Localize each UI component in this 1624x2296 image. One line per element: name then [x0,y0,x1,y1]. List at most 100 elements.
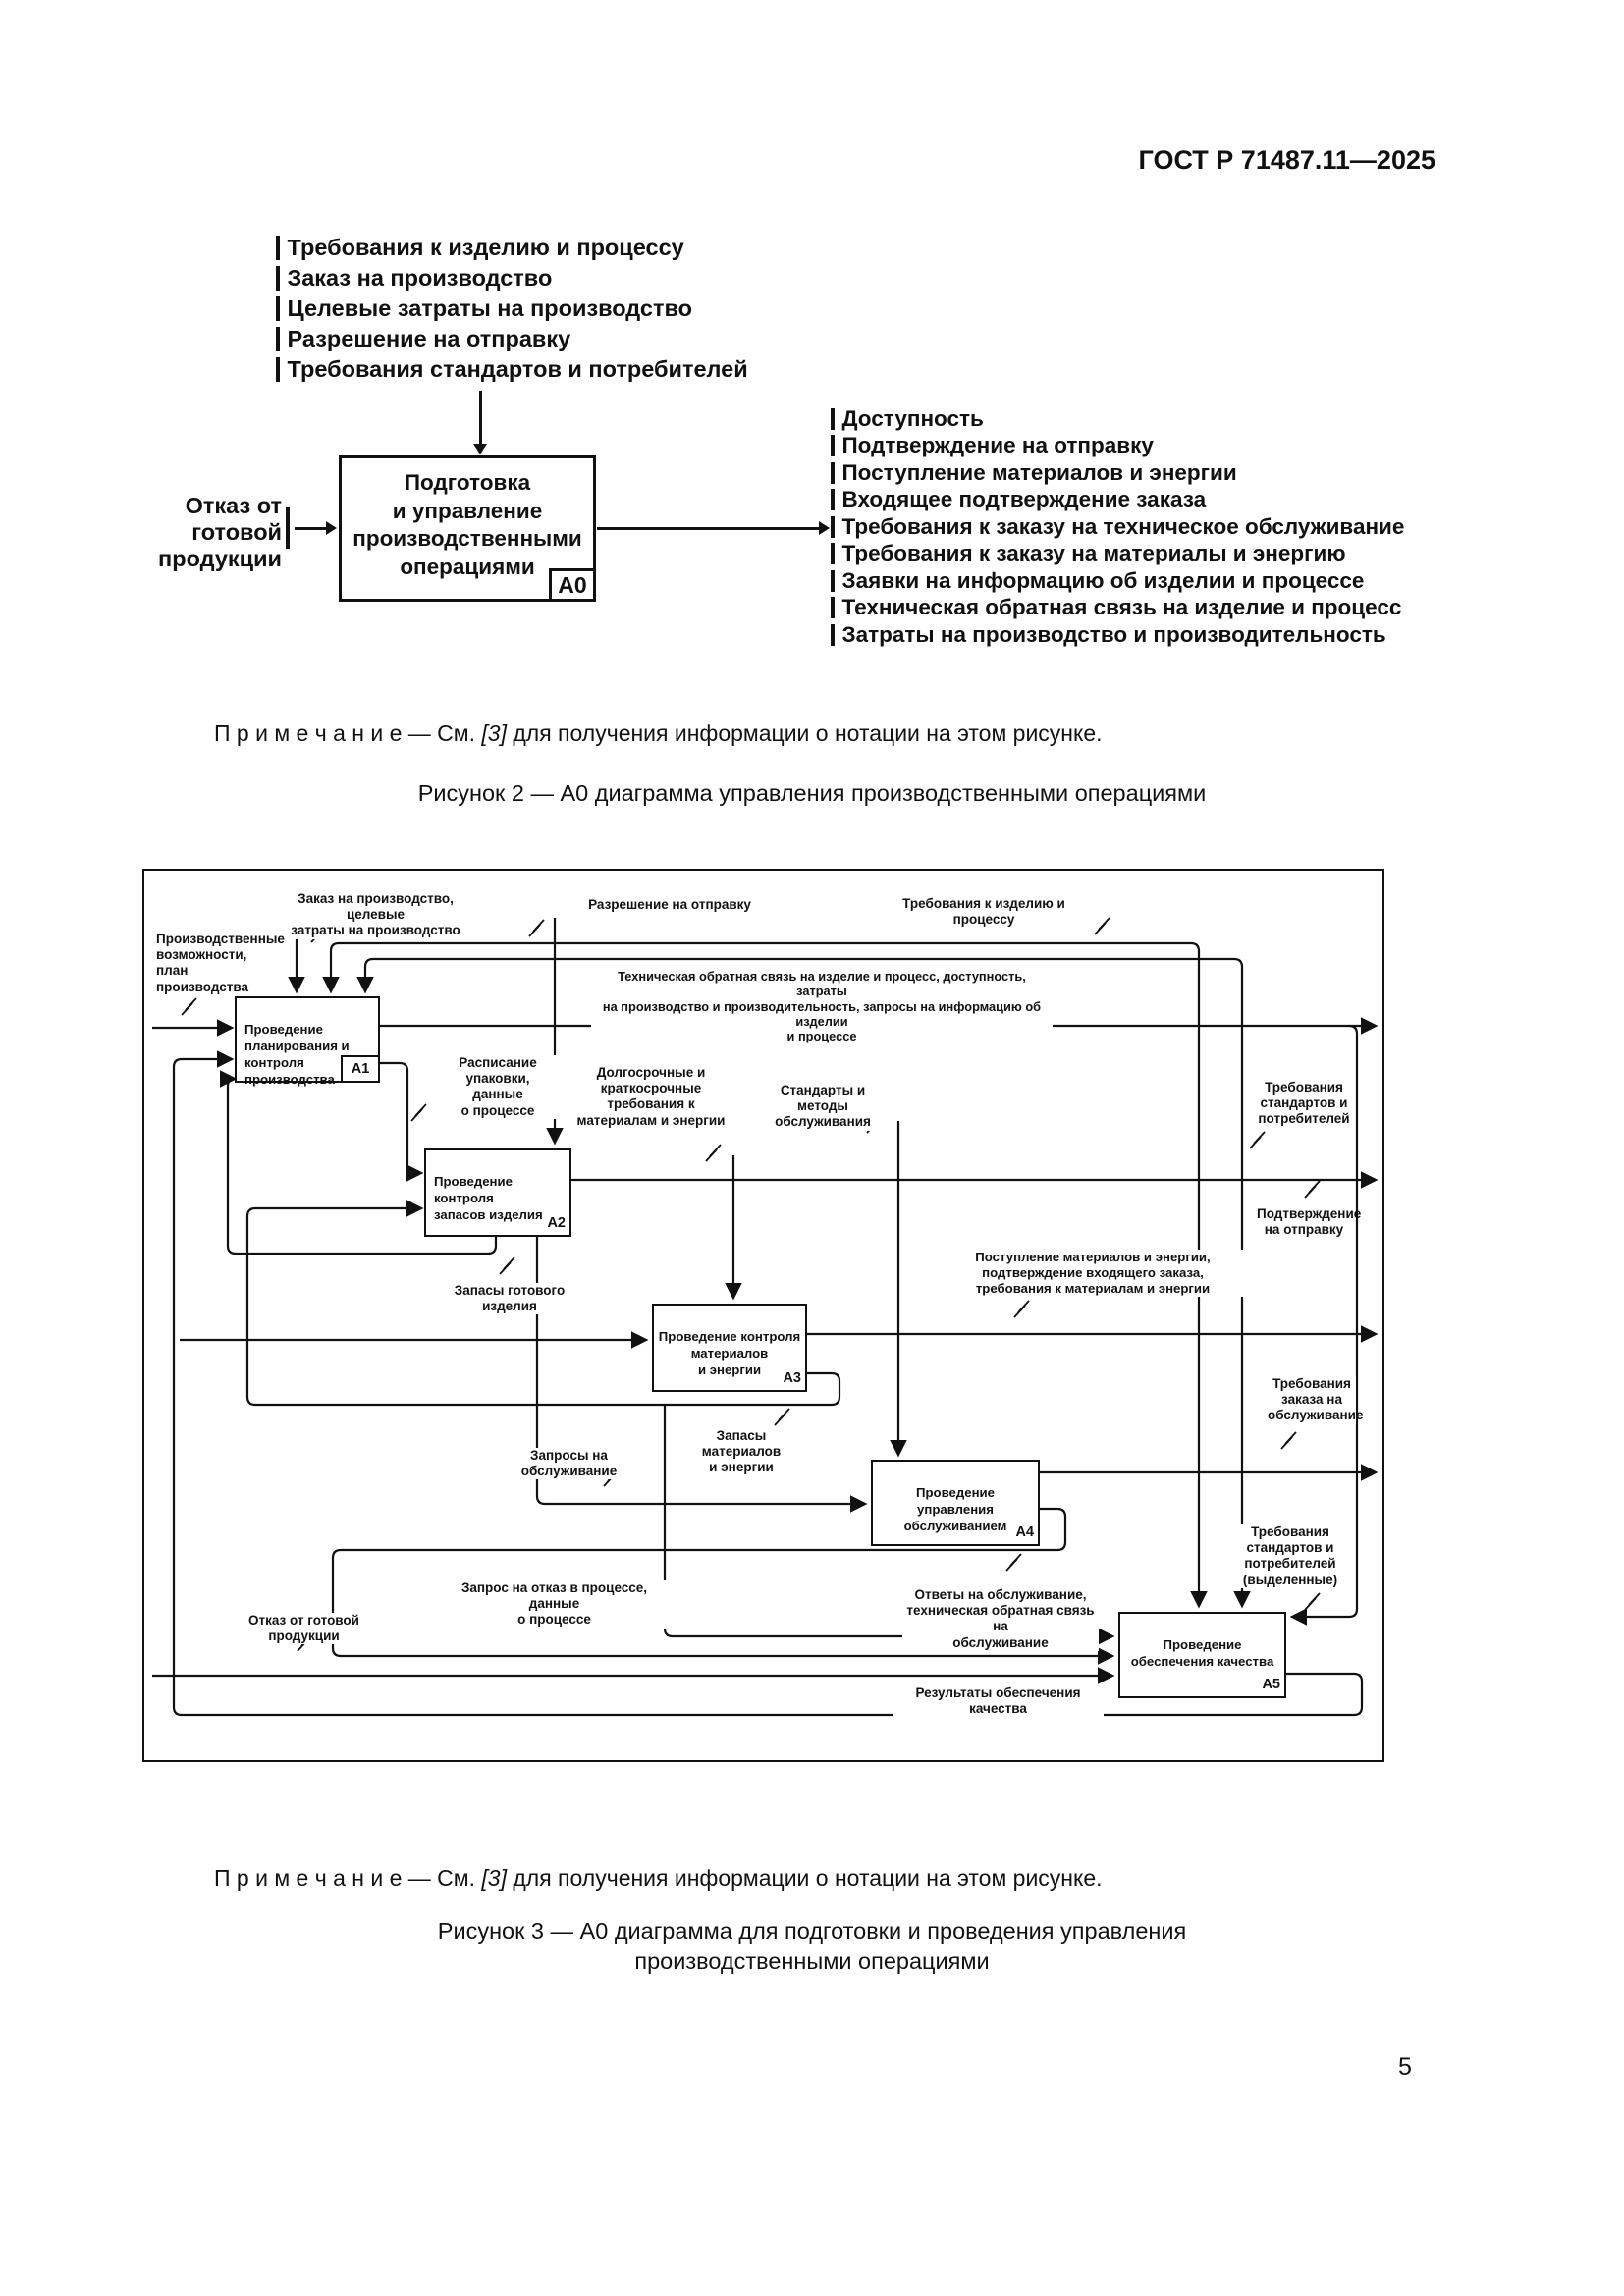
box-a2-tag: A2 [547,1215,566,1232]
control-label: Целевые затраты на производство [287,295,693,321]
box-a3-title: Проведение контроля материалов и энергии [658,1328,801,1377]
control-label: Требования к изделию и процессу [287,235,684,260]
note-text: для получения информации о нотации на эт… [506,721,1103,746]
tick-bar-icon [831,623,835,646]
list-item: Входящее подтверждение заказа [831,487,1404,514]
arrow-label-production-order: Заказ на производство, целевые затраты н… [275,891,476,939]
arrowhead-down-icon [473,444,487,454]
arrow-label-technical-feedback: Техническая обратная связь на изделие и … [591,969,1053,1044]
finished-goods-loop [219,1070,498,1255]
output-label: Заявки на информацию об изделии и процес… [841,567,1365,593]
box-a2-title: Проведение контроля запасов изделия [434,1173,543,1222]
tick-bar-icon [831,569,835,592]
box-a5-title: Проведение обеспечения качества [1130,1636,1274,1669]
list-item: Затраты на производство и производительн… [831,621,1404,649]
output-label: Требования к заказу на материалы и энерг… [841,541,1346,566]
arrow-label-maintenance-order-requirements: Требования заказа на обслуживание [1268,1376,1364,1424]
fig2-outputs-list: Доступность Подтверждение на отправку По… [831,405,1404,649]
feedback-line-1 [339,941,1208,1609]
control-label: Требования стандартов и потребителей [287,356,748,382]
arrow-label-packing-schedule: Расписание упаковки, данные о процессе [439,1055,557,1119]
list-item: Поступление материалов и энергии [831,459,1404,487]
maintenance-response-loop [331,1507,1115,1665]
tick-bar-icon [831,489,835,511]
arrow-label-materials-energy-stock: Запасы материалов и энергии [679,1428,803,1476]
a0-activity-box: Подготовка и управление производственным… [339,455,596,602]
list-item: Подтверждение на отправку [831,433,1404,460]
fig3-caption: Рисунок 3 — А0 диаграмма для подготовки … [437,1918,1187,1974]
box-a1-tag: A1 [341,1055,380,1083]
feedback-line-2 [373,957,1251,1609]
input-arrow-line [295,527,327,530]
output-label: Техническая обратная связь на изделие и … [841,595,1402,620]
arrowhead-right-icon [326,521,337,535]
arrow-label-finished-goods-stock: Запасы готового изделия [431,1283,588,1315]
list-item: Разрешение на отправку [276,324,748,354]
feedback-drop-a1-2 [356,957,374,994]
a0-box-tag: A0 [549,568,596,602]
arrow-label-quality-results: Результаты обеспечения качества [893,1685,1104,1718]
arrow-label-standards-consumers: Требования стандартов и потребителей [1257,1080,1351,1128]
list-item: Требования к заказу на материалы и энерг… [831,541,1404,568]
list-item: Целевые затраты на производство [276,294,748,324]
tick-bar-icon [276,296,280,321]
note-text: для получения информации о нотации на эт… [506,1865,1103,1891]
box-a5: Проведение обеспечения качества A5 [1118,1612,1286,1698]
material-stock-loop [245,1200,841,1407]
highlighted-standards-branch [1289,1024,1359,1626]
box-a5-tag: A5 [1262,1677,1280,1693]
tick-bar-icon [831,435,835,457]
arrow-label-product-process-requirements: Требования к изделию и процессу [871,896,1097,929]
fig3-note: П р и м е ч а н и е — См. [3] для получе… [214,1865,1103,1892]
list-item: Требования к заказу на техническое обслу… [831,513,1404,541]
note-reference: [3] [481,1865,507,1891]
page-header: ГОСТ Р 71487.11—2025 [1138,145,1435,175]
list-item: Техническая обратная связь на изделие и … [831,595,1404,622]
arrowhead-right-icon [819,521,830,535]
control-label: Заказ на производство [287,265,553,291]
box-a4-tag: A4 [1015,1524,1034,1541]
output-label: Требования к заказу на техническое обслу… [841,513,1405,539]
arrow-label-shipment-authorization: Разрешение на отправку [576,897,763,914]
arrow-label-rejected-product: Отказ от готовой продукции [213,1613,395,1645]
list-item: Доступность [831,405,1404,433]
fig2-input-label: Отказ от готовой продукции [158,493,282,571]
tick-bar-icon [276,327,280,351]
arrow-label-materials-energy-receipt: Поступление материалов и энергии, подтве… [920,1250,1266,1297]
tick-bar-icon [831,515,835,538]
control-label: Разрешение на отправку [287,326,571,351]
tick-bar-icon [276,236,280,260]
output-label: Подтверждение на отправку [841,433,1154,458]
control-arrow-line [479,391,482,445]
note-reference: [3] [481,721,507,746]
tick-bar-icon [831,597,835,619]
arrow-label-standards-highlighted: Требования стандартов и потребителей (вы… [1232,1524,1348,1588]
fig3-diagram-frame: Проведение планирования и контроля произ… [142,869,1384,1762]
tick-bar-icon [276,357,280,382]
list-item: Заказ на производство [276,263,748,294]
arrow-label-maintenance-responses: Ответы на обслуживание, техническая обра… [902,1587,1099,1651]
connectors [152,918,1379,1717]
box-a4-title: Проведение управления обслуживанием [903,1484,1007,1533]
arrow-label-longterm-requirements: Долгосрочные и краткосрочные требования … [576,1065,726,1129]
feedback-drop-a1 [322,941,340,994]
note-text: П р и м е ч а н и е — См. [214,1865,482,1891]
arrow-label-production-capability: Производственные возможности, план произ… [156,932,285,995]
box-a4: Проведение управления обслуживанием A4 [871,1460,1040,1546]
arrow-label-maintenance-standards: Стандарты и методы обслуживания [755,1083,891,1131]
list-item: Требования к изделию и процессу [276,233,748,263]
arrow-label-process-reject-request: Запрос на отказ в процессе, данные о про… [439,1580,670,1629]
tick-bar-icon [831,543,835,565]
tick-bar-icon [286,507,290,549]
box-a3: Проведение контроля материалов и энергии… [652,1304,807,1392]
fig2-note: П р и м е ч а н и е — См. [3] для получе… [214,721,1103,747]
tick-bar-icon [276,266,280,291]
tick-bar-icon [831,461,835,484]
box-a2: Проведение контроля запасов изделия A2 [424,1148,571,1237]
tick-bar-icon [831,407,835,430]
output-label: Доступность [841,405,984,431]
arrow-label-shipment-confirmation: Подтверждение на отправку [1257,1206,1362,1239]
connector-lines-layer [152,917,1379,1717]
process-reject-connector [663,1405,1115,1645]
